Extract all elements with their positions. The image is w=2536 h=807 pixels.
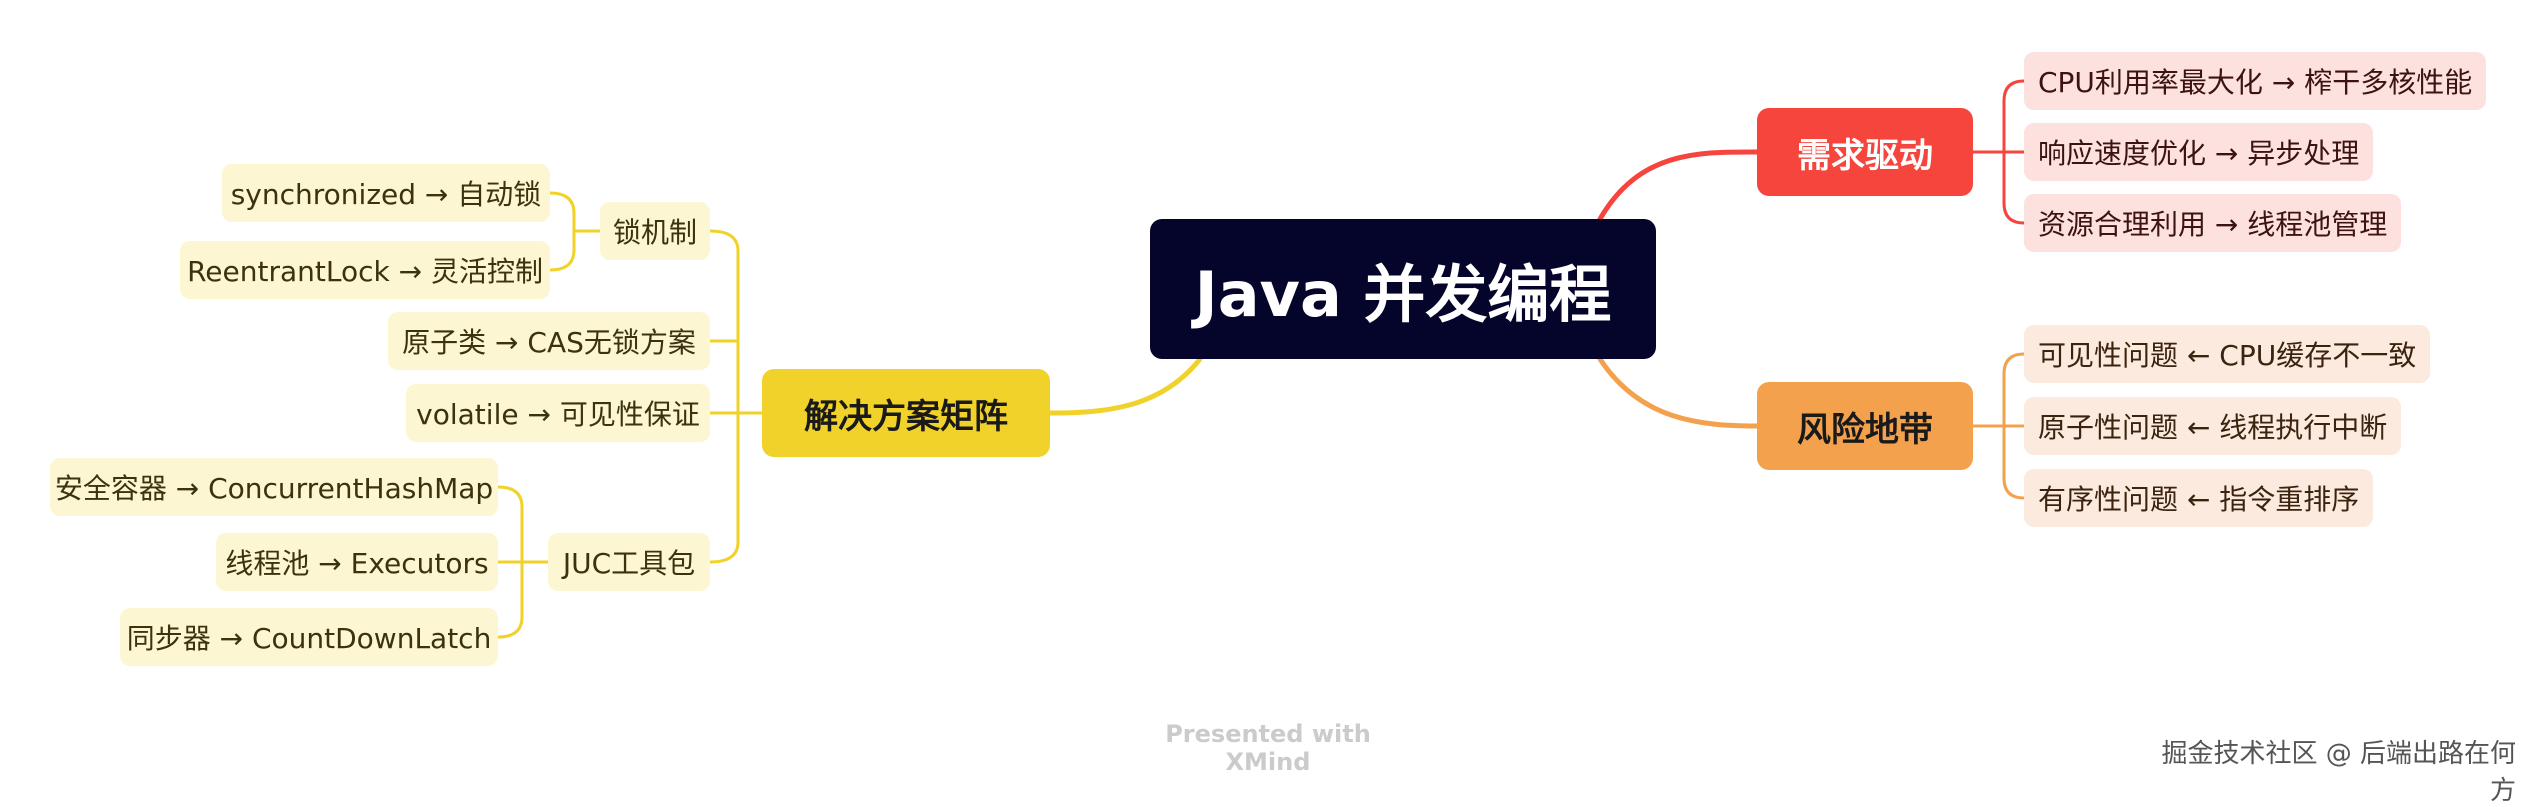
connector-lines <box>497 79 2025 639</box>
lock-item-reentrantlock[interactable]: ReentrantLock → 灵活控制 <box>180 241 550 299</box>
demand-item-cpu[interactable]: CPU利用率最大化 → 榨干多核性能 <box>2024 52 2487 110</box>
link-lock-items <box>549 191 600 272</box>
lock-item-synchronized[interactable]: synchronized → 自动锁 <box>222 164 550 222</box>
branch-solution[interactable]: 解决方案矩阵 <box>762 369 1050 457</box>
branch-risk[interactable]: 风险地带 <box>1757 382 1973 470</box>
risk-item-ordering[interactable]: 有序性问题 ← 指令重排序 <box>2024 469 2374 527</box>
demand-item-response[interactable]: 响应速度优化 → 异步处理 <box>2024 123 2374 181</box>
risk-item-atomicity[interactable]: 原子性问题 ← 线程执行中断 <box>2024 397 2402 455</box>
solution-volatile[interactable]: volatile → 可见性保证 <box>406 384 710 442</box>
juc-item-container[interactable]: 安全容器 → ConcurrentHashMap <box>50 458 498 516</box>
link-risk-items <box>1973 352 2025 500</box>
branch-demand[interactable]: 需求驱动 <box>1757 108 1973 196</box>
link-solution-items <box>709 229 762 564</box>
juc-item-synchronizer[interactable]: 同步器 → CountDownLatch <box>120 608 498 666</box>
link-juc-items <box>497 485 548 639</box>
solution-juc[interactable]: JUC工具包 <box>548 533 710 591</box>
juc-item-executors[interactable]: 线程池 → Executors <box>216 533 498 591</box>
root-topic[interactable]: Java 并发编程 <box>1150 219 1656 359</box>
link-demand-items <box>1973 79 2025 225</box>
risk-item-visibility[interactable]: 可见性问题 ← CPU缓存不一致 <box>2024 325 2431 383</box>
solution-atomic[interactable]: 原子类 → CAS无锁方案 <box>388 312 710 370</box>
link-root-demand <box>1597 149 1760 222</box>
demand-item-resource[interactable]: 资源合理利用 → 线程池管理 <box>2024 194 2402 252</box>
solution-lock[interactable]: 锁机制 <box>600 202 710 260</box>
link-root-risk <box>1597 356 1760 429</box>
watermark-text: 掘金技术社区 @ 后端出路在何方 <box>2161 739 2516 806</box>
link-root-solution <box>1047 356 1203 416</box>
presented-with-label: Presented with XMind <box>1165 720 1371 776</box>
